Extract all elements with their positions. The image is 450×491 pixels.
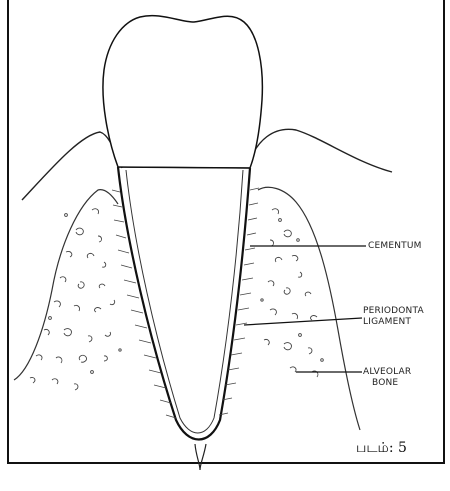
label-cementum: CEMENTUM bbox=[368, 241, 422, 252]
label-alveolar-bone-line1: ALVEOLAR bbox=[363, 367, 411, 378]
figure-caption: படம்: 5 bbox=[356, 440, 407, 458]
label-periodontal-ligament-line2: LIGAMENT bbox=[363, 317, 411, 328]
crown bbox=[103, 16, 262, 168]
gingiva-left bbox=[22, 132, 122, 200]
alveolar-bone-left bbox=[14, 190, 118, 380]
root-apex bbox=[195, 444, 206, 470]
gingiva-right bbox=[248, 129, 392, 172]
leader-periodontal bbox=[244, 318, 362, 325]
label-periodontal-ligament-line1: PERIODONTA bbox=[363, 306, 424, 317]
bone-trabeculae-left bbox=[30, 209, 121, 390]
label-alveolar-bone-line2: BONE bbox=[372, 378, 398, 389]
